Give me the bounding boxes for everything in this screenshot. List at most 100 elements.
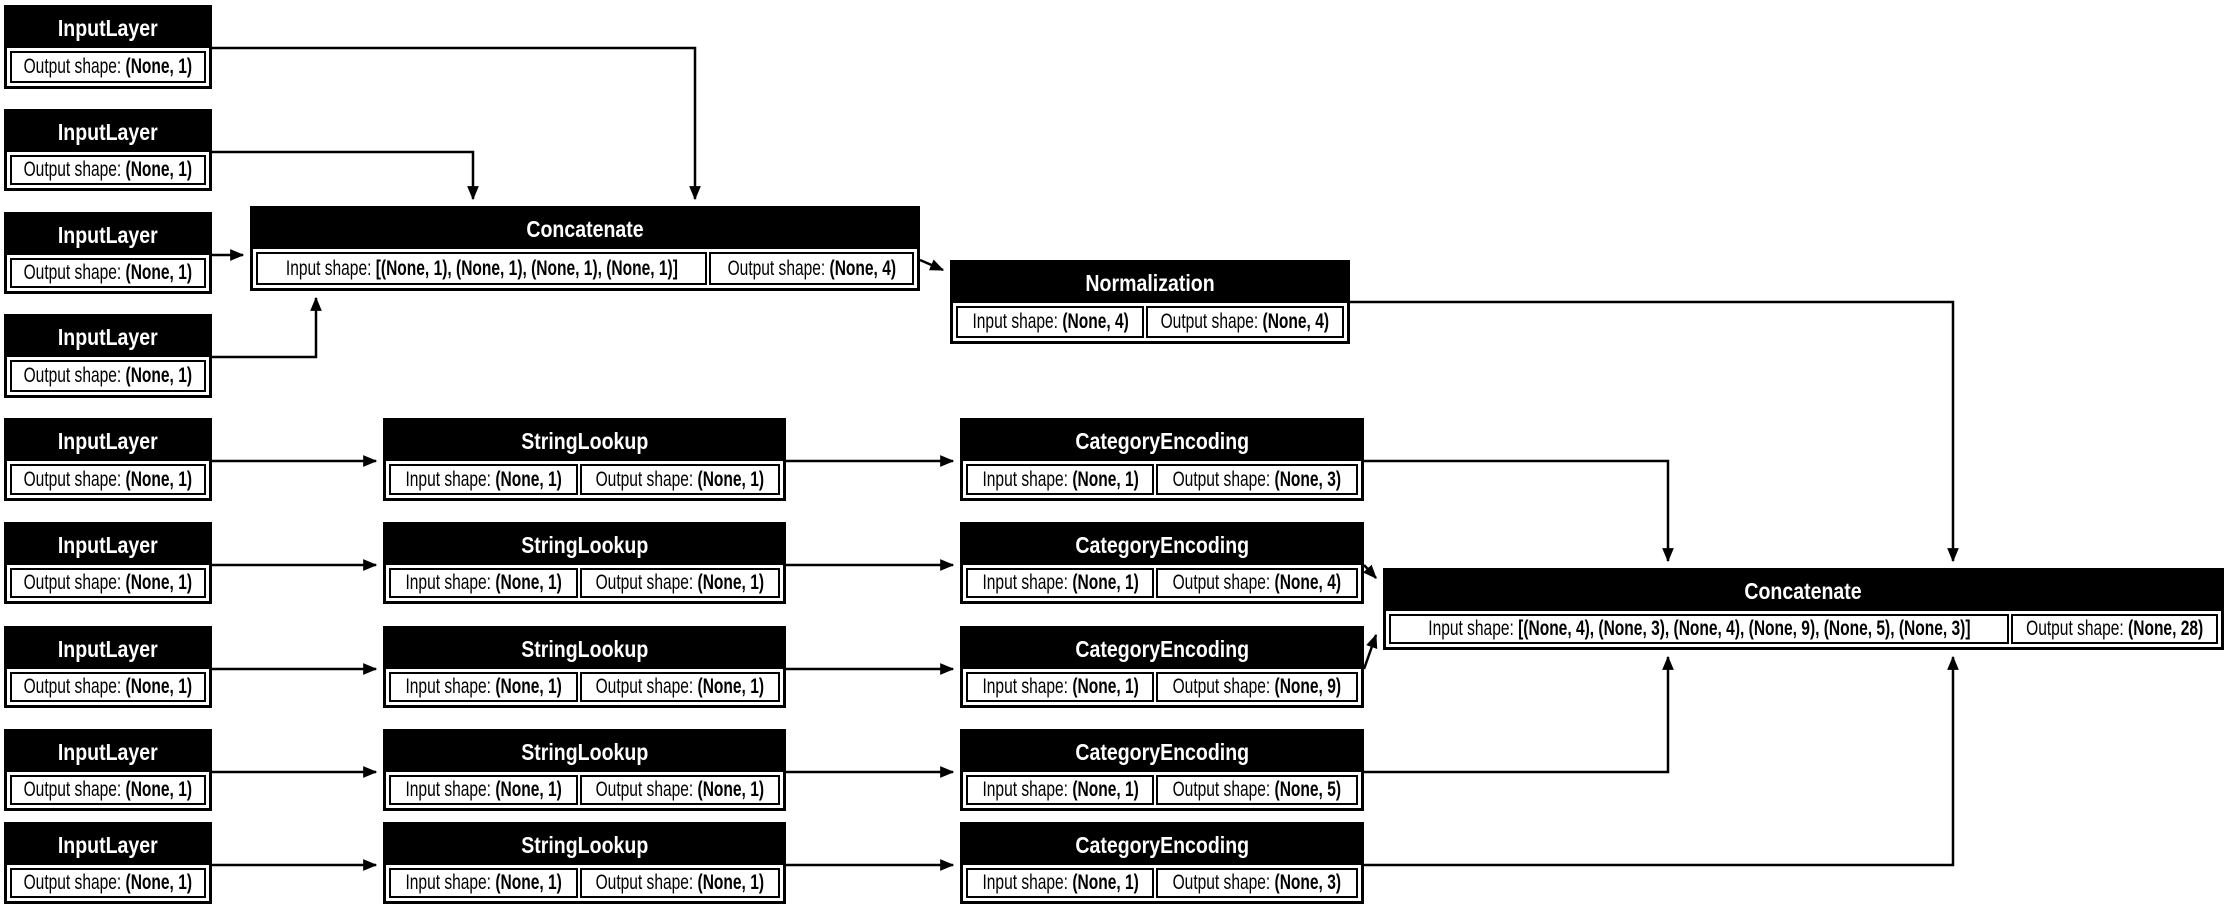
layer-title: StringLookup bbox=[386, 825, 783, 865]
shape-label: Output shape: bbox=[595, 467, 698, 491]
layer-title-text: InputLayer bbox=[58, 531, 158, 558]
shape-cell-text: Output shape: (None, 4) bbox=[1173, 571, 1341, 595]
layer-shape-row: Input shape: (None, 1) Output shape: (Non… bbox=[386, 669, 783, 705]
layer-shape-row: Output shape: (None, 1) bbox=[7, 565, 209, 601]
shape-cell-text: Output shape: (None, 5) bbox=[1173, 778, 1341, 802]
shape-value: (None, 3) bbox=[1274, 871, 1342, 894]
shape-label: Output shape: bbox=[23, 467, 126, 491]
shape-value: (None, 3) bbox=[1274, 467, 1342, 491]
shape-cell: Output shape: (None, 3) bbox=[1156, 868, 1358, 898]
shape-value: (None, 1) bbox=[697, 571, 765, 594]
shape-cell: Output shape: (None, 4) bbox=[1156, 568, 1358, 598]
shape-cell: Output shape: (None, 1) bbox=[10, 360, 206, 392]
shape-value: (None, 1) bbox=[495, 778, 562, 801]
layer-shape-row: Input shape: (None, 1) Output shape: (Non… bbox=[963, 772, 1361, 808]
shape-value: [(None, 4), (None, 3), (None, 4), (None,… bbox=[1517, 617, 1971, 640]
shape-cell-text: Output shape: (None, 1) bbox=[24, 675, 192, 699]
shape-cell-text: Output shape: (None, 1) bbox=[24, 364, 192, 388]
shape-cell: Output shape: (None, 1) bbox=[10, 464, 206, 495]
shape-cell: Input shape: (None, 1) bbox=[389, 464, 579, 495]
shape-label: Output shape: bbox=[595, 675, 698, 698]
layer-shape-row: Output shape: (None, 1) bbox=[7, 669, 209, 705]
edge-normalization-to-concat-2 bbox=[1350, 300, 1959, 563]
shape-cell: Output shape: (None, 1) bbox=[10, 775, 206, 805]
shape-cell: Input shape: [(None, 1), (None, 1), (Non… bbox=[256, 252, 707, 285]
shape-cell-text: Input shape: (None, 1) bbox=[405, 675, 561, 699]
shape-cell-text: Output shape: (None, 1) bbox=[24, 55, 192, 79]
shape-cell-text: Output shape: (None, 9) bbox=[1173, 675, 1341, 699]
shape-cell-text: Input shape: (None, 1) bbox=[982, 871, 1138, 895]
shape-value: (None, 1) bbox=[697, 675, 765, 698]
layer-title-text: InputLayer bbox=[58, 221, 158, 248]
layer-title: InputLayer bbox=[7, 825, 209, 865]
shape-value: (None, 1) bbox=[125, 675, 193, 698]
shape-value: (None, 1) bbox=[697, 467, 765, 491]
shape-label: Output shape: bbox=[1172, 467, 1275, 491]
shape-cell-text: Output shape: (None, 4) bbox=[727, 257, 895, 281]
layer-title: StringLookup bbox=[386, 629, 783, 669]
shape-cell-text: Output shape: (None, 28) bbox=[2026, 617, 2203, 641]
edge-input-4-to-concat-1 bbox=[212, 296, 322, 359]
shape-cell-text: Output shape: (None, 1) bbox=[596, 571, 764, 595]
shape-value: (None, 1) bbox=[125, 261, 193, 284]
layer-shape-row: Output shape: (None, 1) bbox=[7, 48, 209, 86]
shape-label: Output shape: bbox=[1172, 778, 1275, 801]
layer-title: Concatenate bbox=[253, 209, 917, 249]
layer-title-text: StringLookup bbox=[520, 531, 649, 558]
layer-title: InputLayer bbox=[7, 215, 209, 255]
shape-label: Input shape: bbox=[1428, 617, 1518, 640]
shape-cell-text: Input shape: [(None, 4), (None, 3), (Non… bbox=[1428, 617, 1970, 641]
shape-cell-text: Input shape: (None, 1) bbox=[405, 468, 561, 492]
shape-cell: Input shape: (None, 1) bbox=[389, 568, 579, 598]
shape-cell: Input shape: (None, 1) bbox=[966, 464, 1155, 495]
shape-value: (None, 4) bbox=[1274, 571, 1342, 594]
layer-shape-row: Input shape: [(None, 4), (None, 3), (Non… bbox=[1386, 611, 2221, 647]
shape-value: (None, 1) bbox=[125, 364, 193, 387]
layer-shape-row: Output shape: (None, 1) bbox=[7, 865, 209, 901]
shape-label: Input shape: bbox=[982, 571, 1072, 594]
shape-cell: Input shape: (None, 1) bbox=[389, 868, 579, 898]
shape-cell: Output shape: (None, 1) bbox=[10, 258, 206, 288]
shape-cell: Input shape: (None, 1) bbox=[389, 672, 579, 702]
shape-value: (None, 9) bbox=[1274, 675, 1342, 698]
shape-label: Output shape: bbox=[23, 778, 126, 801]
layer-title-text: InputLayer bbox=[58, 118, 158, 145]
shape-cell-text: Output shape: (None, 4) bbox=[1161, 310, 1329, 334]
layer-title-text: InputLayer bbox=[58, 738, 158, 765]
shape-cell: Output shape: (None, 1) bbox=[580, 464, 780, 495]
shape-label: Input shape: bbox=[405, 871, 496, 894]
layer-shape-row: Input shape: (None, 1) Output shape: (Non… bbox=[963, 565, 1361, 601]
shape-cell: Output shape: (None, 1) bbox=[580, 868, 780, 898]
layer-title-text: CategoryEncoding bbox=[1075, 831, 1249, 858]
shape-label: Output shape: bbox=[1160, 310, 1263, 333]
shape-label: Output shape: bbox=[727, 256, 830, 280]
shape-label: Output shape: bbox=[23, 55, 126, 78]
layer-title: InputLayer bbox=[7, 525, 209, 565]
shape-cell: Input shape: [(None, 4), (None, 3), (Non… bbox=[1389, 614, 2010, 644]
layer-shape-row: Input shape: (None, 1) Output shape: (Non… bbox=[963, 865, 1361, 901]
shape-value: (None, 1) bbox=[697, 871, 765, 894]
shape-label: Input shape: bbox=[405, 675, 496, 698]
layer-title: InputLayer bbox=[7, 732, 209, 772]
shape-cell: Output shape: (None, 1) bbox=[10, 51, 206, 83]
shape-cell-text: Output shape: (None, 1) bbox=[24, 158, 192, 182]
layer-shape-row: Input shape: (None, 1)Output shape: (Non… bbox=[386, 461, 783, 498]
shape-value: (None, 5) bbox=[1274, 778, 1342, 801]
shape-cell: Input shape: (None, 1) bbox=[966, 775, 1155, 805]
shape-label: Output shape: bbox=[23, 364, 126, 387]
shape-value: (None, 28) bbox=[2128, 617, 2204, 640]
layer-title: InputLayer bbox=[7, 317, 209, 357]
layer-shape-row: Input shape: (None, 1)Output shape: (Non… bbox=[963, 669, 1361, 705]
shape-cell-text: Input shape: (None, 4) bbox=[972, 310, 1128, 334]
shape-value: (None, 1) bbox=[1071, 571, 1139, 594]
shape-label: Input shape: bbox=[405, 467, 496, 491]
